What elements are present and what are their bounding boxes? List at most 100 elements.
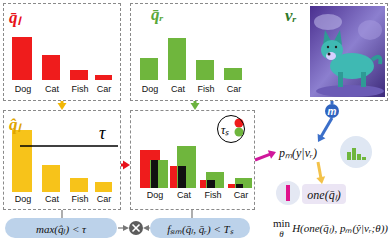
category-label: Dog xyxy=(15,84,32,94)
flow-arrow xyxy=(191,101,200,110)
compared-bars-shape xyxy=(228,184,244,188)
threshold-line xyxy=(20,145,118,147)
reject-arrows-shape xyxy=(123,225,129,231)
yellow-bars-shape xyxy=(95,182,112,192)
red-bars xyxy=(12,37,112,80)
compared-bars-shape xyxy=(170,166,188,188)
panel-title: q̂ₗ xyxy=(9,112,21,135)
category-label: Dog xyxy=(15,194,32,204)
compared-bars-shape xyxy=(200,180,217,188)
flow-arrow xyxy=(192,210,193,218)
category-label: Fish xyxy=(71,194,88,204)
arrow-line xyxy=(318,162,321,178)
arrow-head xyxy=(191,103,200,110)
category-label: Cat xyxy=(45,194,59,204)
similarity-marks-shape xyxy=(217,115,243,141)
chart-panel: q̂ₗ τDog Cat Fish Car xyxy=(3,110,121,210)
dog-photo-shape xyxy=(338,72,343,87)
dog-photo-shape xyxy=(361,72,366,87)
compared-bars-shape xyxy=(236,184,243,188)
dog-photo-shape xyxy=(321,40,343,60)
category-label: Cat xyxy=(45,84,59,94)
reject-symbol-shape xyxy=(133,225,140,232)
red-bars-shape xyxy=(95,75,112,80)
objective-formula: H(one(q̄ₗ), pₘ(ŷ|vᵣ;θ)) xyxy=(292,220,388,235)
category-label: Fish xyxy=(197,84,214,94)
compared-bars xyxy=(140,146,252,188)
chart-panel: q̄ᵣDogCatFishCarvᵣ xyxy=(130,3,388,101)
chart-panel: q̄ₗDog Cat Fish Car xyxy=(3,3,121,101)
prediction-circle xyxy=(340,136,372,168)
formula-text: one(q̄ₗ) xyxy=(307,186,340,203)
dog-photo-shape xyxy=(314,14,342,30)
panel-title: q̄ᵣ xyxy=(151,5,163,25)
dog-photo-shape xyxy=(327,46,329,48)
category-label: Car xyxy=(97,84,112,94)
operator-subscript: θ xyxy=(279,229,283,239)
arrow-head xyxy=(123,161,130,170)
flow-arrow xyxy=(316,162,325,184)
category-label: Car xyxy=(97,194,112,204)
condition-text: max(q̂ₗ) < τ xyxy=(36,221,86,236)
flow-arrow xyxy=(58,101,67,110)
category-label: Cat xyxy=(177,190,191,200)
reject-arrows-shape xyxy=(143,225,149,231)
threshold-circle: τₛ xyxy=(217,115,245,143)
onehot-circle-shape xyxy=(286,185,290,201)
green-bars xyxy=(140,38,242,80)
dog-photo-shape xyxy=(328,53,331,56)
category-label: Dog xyxy=(142,84,159,94)
dog-photo-shape xyxy=(316,85,384,97)
image-title: vᵣ xyxy=(285,6,296,26)
compared-bars-shape xyxy=(150,160,168,188)
condition-pill: fₛᵢₘ(q̄ₗ, q̄ᵣ) < Tₛ xyxy=(150,218,250,238)
compared-bars-shape xyxy=(151,160,158,188)
red-bars-shape xyxy=(12,37,32,80)
arrow-head xyxy=(318,134,326,142)
threshold-label: τₛ xyxy=(221,121,229,138)
reject-symbol xyxy=(129,221,143,235)
category-label: Car xyxy=(227,84,242,94)
compared-bars-shape xyxy=(178,166,186,188)
condition-text: fₛᵢₘ(q̄ₗ, q̄ᵣ) < Tₛ xyxy=(167,221,232,236)
flow-arrow xyxy=(255,150,276,160)
condition-pill: max(q̂ₗ) < τ xyxy=(5,218,117,238)
reject-arrows xyxy=(118,225,150,231)
category-label: Car xyxy=(234,190,249,200)
category-label: Dog xyxy=(147,190,164,200)
flow-arrow xyxy=(318,118,332,142)
category-label: Fish xyxy=(71,84,88,94)
reject-symbol-shape xyxy=(129,221,143,235)
prediction-node: pₘ(y|vᵣ) xyxy=(276,142,320,162)
dog-photo-shape xyxy=(326,52,336,60)
compared-bars-shape xyxy=(207,180,215,188)
similarity-marks-shape xyxy=(235,128,244,137)
dog-photo-shape xyxy=(358,20,382,40)
model-circle: m xyxy=(325,104,339,118)
arrow-line xyxy=(255,154,270,160)
panel-title: q̄ₗ xyxy=(9,5,21,28)
red-bars-shape xyxy=(42,55,60,80)
arrow-line xyxy=(61,210,62,218)
red-bars-shape xyxy=(70,70,88,80)
flow-arrow xyxy=(62,210,63,218)
model-label: m xyxy=(328,106,337,117)
green-bars-shape xyxy=(196,60,214,80)
formula-text: pₘ(y|vᵣ) xyxy=(279,144,317,161)
dog-photo xyxy=(310,6,385,97)
arrow-line xyxy=(191,210,192,218)
arrow-head xyxy=(268,150,276,158)
similarity-marks-shape xyxy=(235,119,244,128)
yellow-bars-shape xyxy=(12,130,32,192)
yellow-bars xyxy=(12,130,112,192)
threshold-label: τ xyxy=(99,123,105,144)
prediction-circle-shape xyxy=(352,148,356,160)
chart-panel: Dog Cat Fish Car τₛ xyxy=(130,110,255,210)
category-label: Fish xyxy=(204,190,221,200)
green-bars-shape xyxy=(140,58,158,80)
prediction-circle-shape xyxy=(340,136,372,168)
yellow-bars-shape xyxy=(70,178,88,192)
